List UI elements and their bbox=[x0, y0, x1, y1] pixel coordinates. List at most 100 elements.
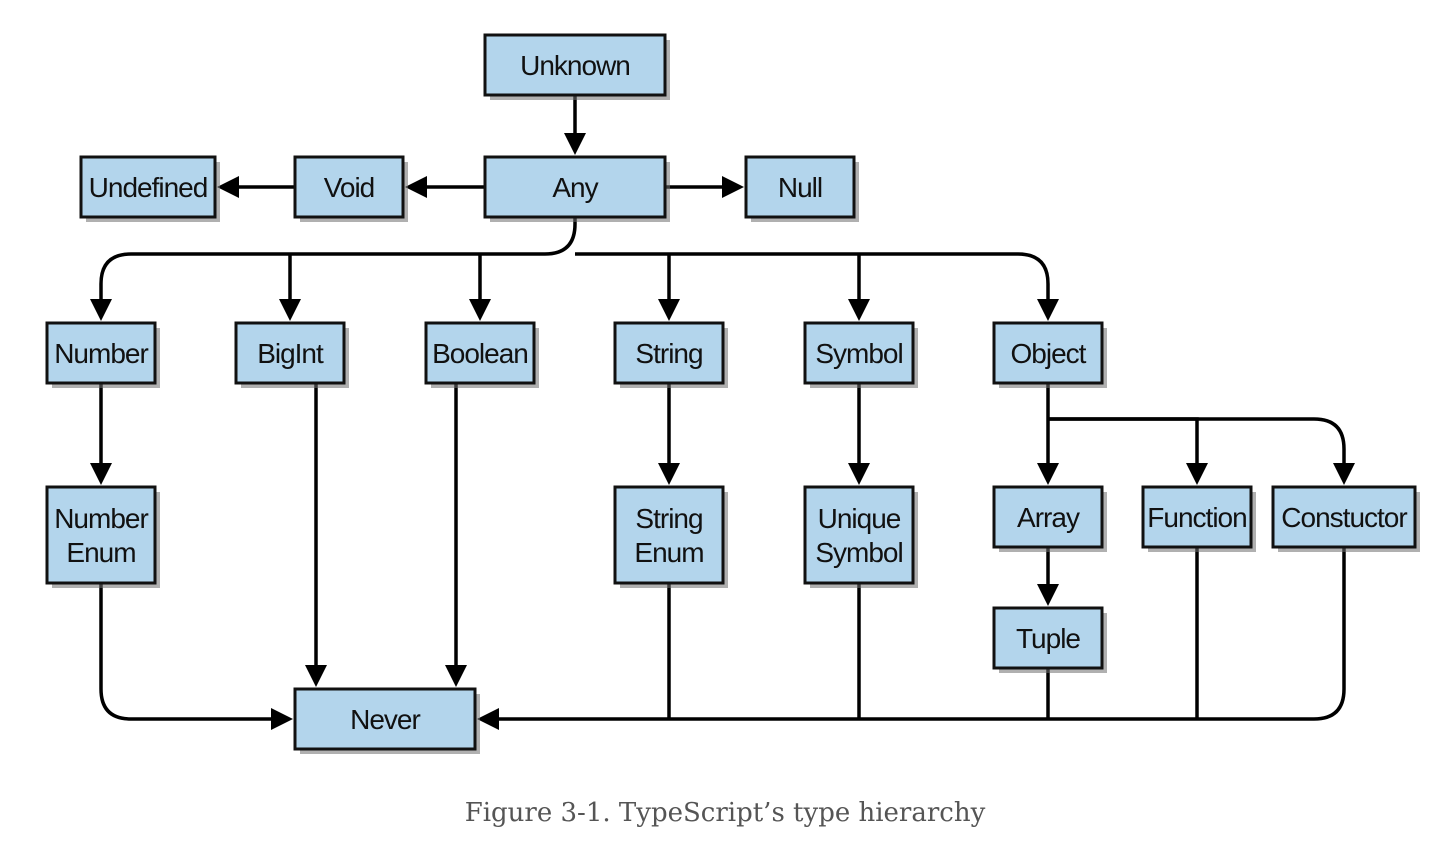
node-label: String bbox=[635, 338, 702, 369]
edge-object-to-function bbox=[1048, 417, 1208, 485]
node-box bbox=[803, 321, 915, 385]
edge-array-to-tuple bbox=[1037, 547, 1059, 606]
node-label: Unique bbox=[818, 503, 901, 534]
edge-any-to-null bbox=[665, 176, 744, 198]
edge-any-to-number bbox=[90, 217, 577, 321]
node-never: Never bbox=[293, 687, 480, 754]
node-undefined: Undefined bbox=[79, 155, 220, 222]
edge-line bbox=[1048, 417, 1199, 467]
arrowhead bbox=[658, 463, 680, 485]
arrowhead bbox=[469, 299, 491, 321]
arrowhead bbox=[1037, 463, 1059, 485]
edge-line bbox=[575, 252, 1050, 303]
node-label: Constuctor bbox=[1281, 502, 1407, 533]
edge-any-to-object bbox=[575, 252, 1059, 321]
node-label: Unknown bbox=[520, 50, 630, 81]
arrowhead bbox=[1333, 463, 1355, 485]
edge-boolean-to-never bbox=[445, 383, 467, 687]
node-bigint: BigInt bbox=[234, 321, 349, 388]
edge-void-to-undefined bbox=[217, 176, 295, 198]
arrowhead bbox=[271, 708, 293, 730]
edge-line bbox=[99, 217, 577, 303]
node-box bbox=[744, 155, 856, 219]
node-symbol: Symbol bbox=[803, 321, 918, 388]
node-box bbox=[424, 321, 536, 385]
node-label: Symbol bbox=[815, 338, 902, 369]
edge-any-to-boolean bbox=[469, 254, 491, 321]
node-box bbox=[992, 606, 1104, 670]
node-box bbox=[992, 321, 1104, 385]
node-box bbox=[1141, 485, 1253, 549]
node-number: Number bbox=[45, 321, 160, 388]
node-label: Enum bbox=[66, 537, 135, 568]
edge-bigint-to-never bbox=[305, 383, 327, 687]
figure-caption: Figure 3-1. TypeScript’s type hierarchy bbox=[464, 798, 986, 828]
edge-line bbox=[495, 547, 1346, 721]
node-void: Void bbox=[293, 155, 408, 222]
arrowhead bbox=[305, 665, 327, 687]
arrowhead bbox=[217, 176, 239, 198]
node-label: Tuple bbox=[1016, 623, 1080, 654]
edge-line bbox=[1048, 417, 1346, 467]
node-label: Never bbox=[350, 704, 420, 735]
edge-number-to-number-enum bbox=[90, 383, 112, 485]
edge-number-enum-to-never bbox=[99, 583, 293, 730]
node-label: String bbox=[635, 503, 702, 534]
arrowhead bbox=[90, 463, 112, 485]
arrowhead bbox=[848, 463, 870, 485]
arrowhead bbox=[564, 133, 586, 155]
node-box bbox=[45, 321, 157, 385]
arrowhead bbox=[445, 665, 467, 687]
node-label: Number bbox=[54, 503, 148, 534]
node-label: Function bbox=[1147, 502, 1246, 533]
edge-object-to-array bbox=[1037, 383, 1059, 485]
arrowhead bbox=[405, 176, 427, 198]
node-box bbox=[1271, 485, 1417, 549]
node-tuple: Tuple bbox=[992, 606, 1107, 673]
node-label: Void bbox=[324, 172, 375, 203]
node-box bbox=[613, 485, 725, 585]
node-constructor: Constuctor bbox=[1271, 485, 1420, 552]
node-box bbox=[293, 687, 477, 751]
node-label: Number bbox=[54, 338, 148, 369]
edge-any-to-void bbox=[405, 176, 485, 198]
edge-constructor-to-never bbox=[477, 547, 1346, 730]
node-boolean: Boolean bbox=[424, 321, 539, 388]
node-function: Function bbox=[1141, 485, 1256, 552]
node-string: String bbox=[613, 321, 728, 388]
edge-symbol-to-unique-symbol bbox=[848, 383, 870, 485]
node-label: Boolean bbox=[432, 338, 528, 369]
node-object: Object bbox=[992, 321, 1107, 388]
edge-object-to-constructor bbox=[1048, 417, 1355, 485]
node-box bbox=[45, 485, 157, 585]
node-box bbox=[234, 321, 346, 385]
arrowhead bbox=[658, 299, 680, 321]
arrowhead bbox=[848, 299, 870, 321]
arrowhead bbox=[477, 708, 499, 730]
edge-any-to-bigint bbox=[279, 254, 301, 321]
node-any: Any bbox=[483, 155, 670, 222]
node-box bbox=[293, 155, 405, 219]
arrowhead bbox=[90, 299, 112, 321]
node-box bbox=[79, 155, 217, 219]
edge-string-to-string-enum bbox=[658, 383, 680, 485]
node-array: Array bbox=[992, 485, 1107, 552]
node-box bbox=[483, 33, 667, 97]
node-null: Null bbox=[744, 155, 859, 222]
node-label: Array bbox=[1017, 502, 1080, 533]
arrowhead bbox=[1037, 299, 1059, 321]
node-label: BigInt bbox=[257, 338, 324, 369]
node-label: Enum bbox=[634, 537, 703, 568]
edges bbox=[90, 95, 1355, 730]
arrowhead bbox=[1186, 463, 1208, 485]
node-box bbox=[613, 321, 725, 385]
node-box bbox=[483, 155, 667, 219]
node-label: Null bbox=[778, 172, 822, 203]
arrowhead bbox=[279, 299, 301, 321]
edge-any-to-string bbox=[658, 254, 680, 321]
